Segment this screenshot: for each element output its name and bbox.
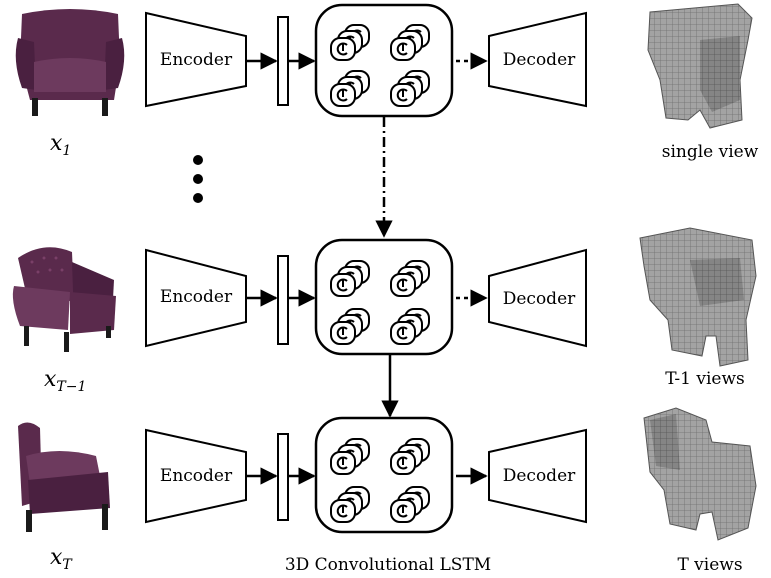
input-chair-image-1 [15, 9, 125, 116]
input-chair-image-3 [18, 422, 110, 532]
decoder-block-1 [488, 11, 587, 108]
decoder-block-3 [488, 428, 587, 524]
input-chair-image-2 [12, 247, 116, 352]
encoder-label-3: Encoder [160, 466, 233, 486]
decoder-label-2: Decoder [503, 289, 576, 309]
feature-vector-3 [277, 433, 289, 521]
feature-vector-1 [277, 16, 289, 106]
feature-vector-2 [277, 255, 289, 345]
input-label-1: x1 [50, 131, 71, 159]
encoder-block-2 [145, 248, 247, 348]
lstm-grid-2 [314, 238, 454, 356]
output-label-3: T views [677, 555, 742, 575]
output-label-2: T-1 views [665, 369, 745, 389]
decoder-label-3: Decoder [503, 466, 576, 486]
encoder-block-1 [145, 11, 247, 108]
lstm-grid-3 [314, 416, 454, 534]
voxel-output-2 [639, 227, 757, 367]
input-label-2: xT−1 [44, 367, 86, 395]
voxel-output-1 [647, 3, 753, 129]
voxel-output-3 [643, 407, 757, 541]
encoder-label-2: Encoder [160, 287, 233, 307]
row-1: x1 Encoder Decoder single view [15, 3, 759, 162]
row-2: xT−1 Encoder Decoder T-1 views [12, 227, 757, 395]
decoder-block-2 [488, 248, 587, 348]
lstm-grid-1 [314, 3, 454, 118]
row-3: xT Encoder Decoder T views [18, 407, 757, 575]
decoder-label-1: Decoder [503, 50, 576, 70]
lstm-caption: 3D Convolutional LSTM [285, 555, 491, 575]
encoder-block-3 [145, 428, 247, 524]
output-label-1: single view [662, 142, 759, 162]
input-label-3: xT [50, 545, 73, 573]
ellipsis-dots [193, 155, 203, 203]
encoder-label-1: Encoder [160, 50, 233, 70]
